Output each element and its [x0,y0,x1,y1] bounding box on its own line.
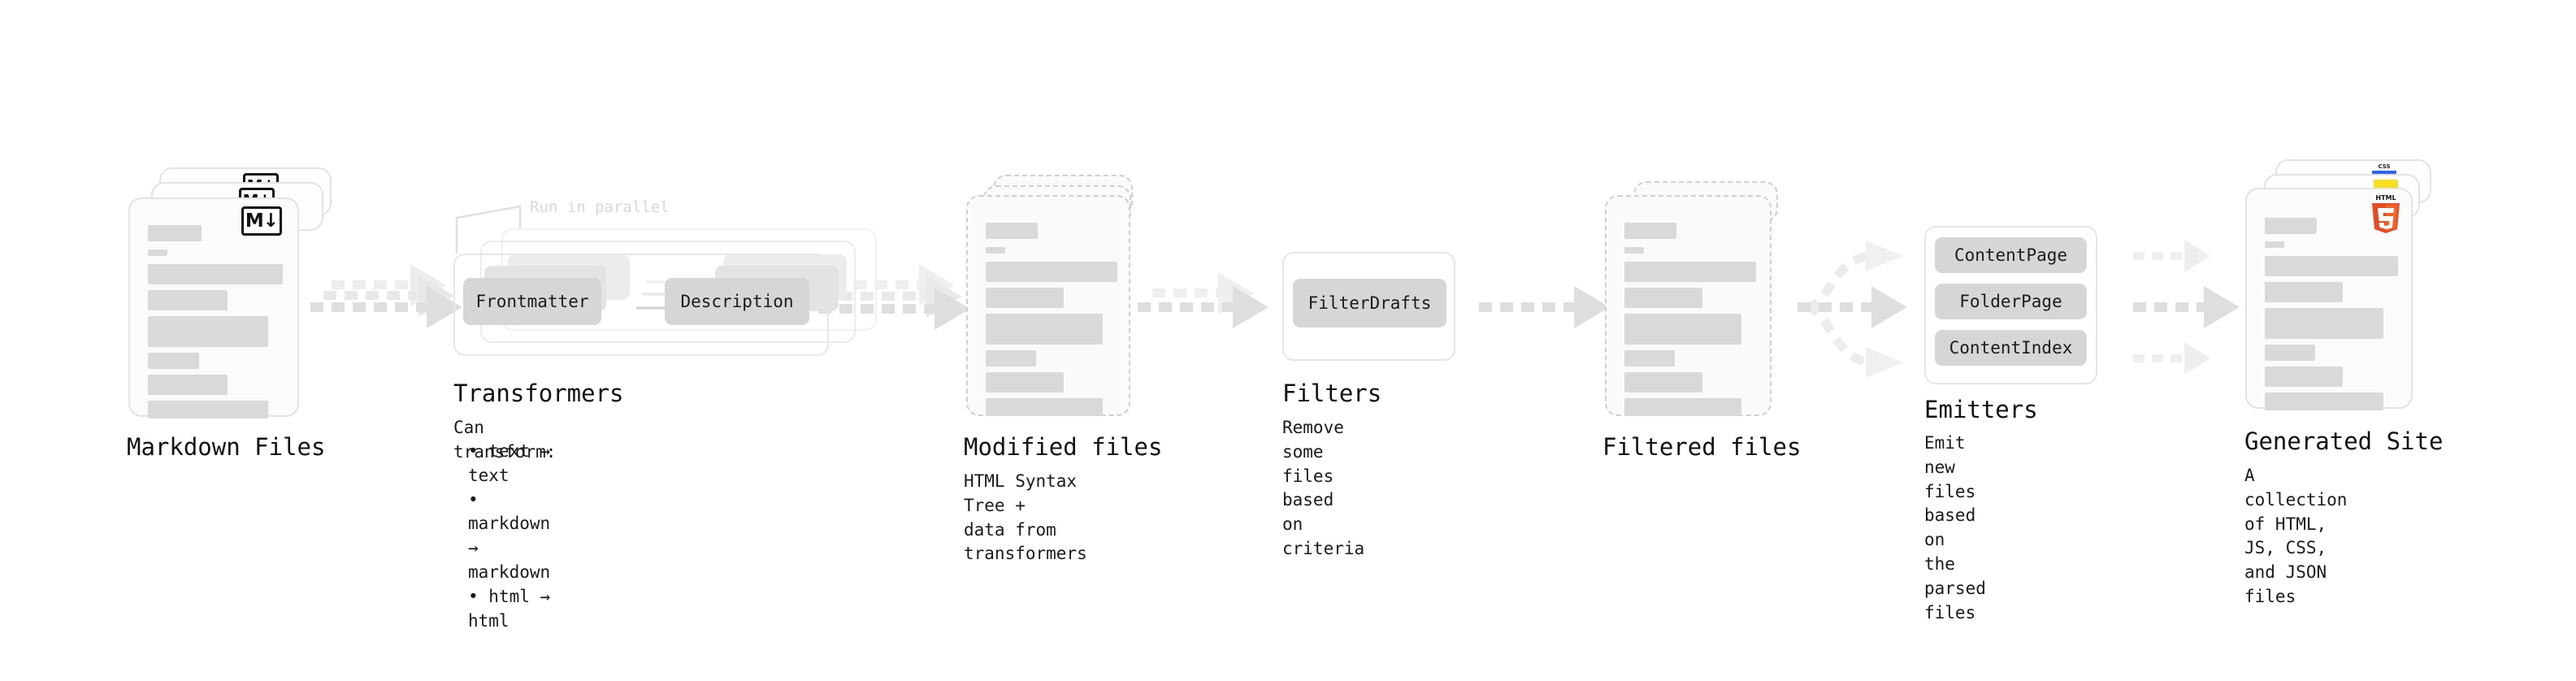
filters-subtitle: Remove some files based on criteria [1282,418,1365,559]
stage-title-generated: Generated Site [2244,427,2444,455]
skeleton-bar [986,247,1005,254]
modified-card-front [966,195,1130,416]
bullet-item: • text → text [468,441,551,485]
skeleton-bar [1624,398,1741,416]
skeleton-bar [2265,308,2383,339]
skeleton-bar [986,350,1036,367]
pill-filterdrafts[interactable]: FilterDrafts [1293,279,1446,327]
skeleton-bar [2265,282,2343,302]
filtered-card-front [1605,195,1772,416]
emitters-subtitle: Emit new files based on the parsed files [1924,433,1986,622]
skeleton-bar [148,264,283,284]
css-badge-bar [2372,171,2396,174]
css-badge: CSS [2372,164,2396,176]
bullet-item: • markdown → markdown [468,489,551,583]
skeleton-bar [2265,218,2317,234]
emitters-group-box [1924,226,2097,384]
skeleton-bar [2265,345,2315,361]
skeleton-bar [1624,262,1756,282]
skeleton-bar [2265,256,2398,276]
transformers-bullets: • text → text • markdown → markdown • ht… [453,440,550,634]
skeleton-bar [148,290,228,310]
pill-folderpage[interactable]: FolderPage [1935,284,2087,319]
skeleton-bar [148,225,202,241]
svg-text:HTML: HTML [2375,194,2396,202]
skeleton-bar [148,249,167,256]
skeleton-bar [1624,350,1675,367]
conn-filters-filtered [1479,286,1610,328]
conn-filtered-emitters [1798,241,1907,378]
pill-frontmatter[interactable]: Frontmatter [463,278,601,325]
skeleton-bar [1624,247,1644,254]
transformers-subtitle: Can transform: [453,418,557,462]
bullet-item: • html → html [468,586,551,631]
html5-badge: HTML [2368,193,2404,236]
stage-title-filtered: Filtered files [1602,433,1802,461]
css-badge-text: CSS [2378,163,2391,170]
skeleton-bar [986,398,1103,416]
conn-emitters-site [2133,240,2240,375]
skeleton-bar [148,401,268,419]
skeleton-bar [1624,288,1702,308]
html5-icon: HTML [2372,194,2400,233]
skeleton-bar [986,314,1103,345]
pill-description[interactable]: Description [665,278,809,325]
skeleton-bar [148,316,268,347]
skeleton-bar [1624,372,1702,393]
stage-title-transformers: Transformers [453,380,624,407]
pill-contentindex[interactable]: ContentIndex [1935,330,2087,366]
skeleton-bar [2265,241,2284,248]
filters-group-box [1282,252,1455,361]
conn-modified-filters [1138,272,1268,328]
skeleton-bar [986,372,1064,393]
skeleton-bar [148,375,228,395]
skeleton-bar [986,223,1038,239]
markdown-badge-front: M↓ [241,206,282,236]
stage-title-modified: Modified files [964,433,1163,461]
run-in-parallel-label: Run in parallel [530,198,670,216]
stage-title-emitters: Emitters [1924,396,2038,423]
generated-subtitle: A collection of HTML, JS, CSS, and JSON … [2244,466,2348,607]
site-card-front [2245,188,2413,410]
stage-title-markdown: Markdown Files [127,433,326,461]
skeleton-bar [2265,367,2343,387]
skeleton-bar [1624,223,1676,239]
conn-markdown-transformers [310,264,462,328]
skeleton-bar [986,262,1117,282]
skeleton-bar [148,353,199,369]
skeleton-bar [1624,314,1741,345]
stage-title-filters: Filters [1282,380,1382,407]
skeleton-bar [2265,393,2383,410]
skeleton-bar [986,288,1064,308]
pill-contentpage[interactable]: ContentPage [1935,237,2087,273]
modified-subtitle: HTML Syntax Tree + data from transformer… [964,471,1087,564]
